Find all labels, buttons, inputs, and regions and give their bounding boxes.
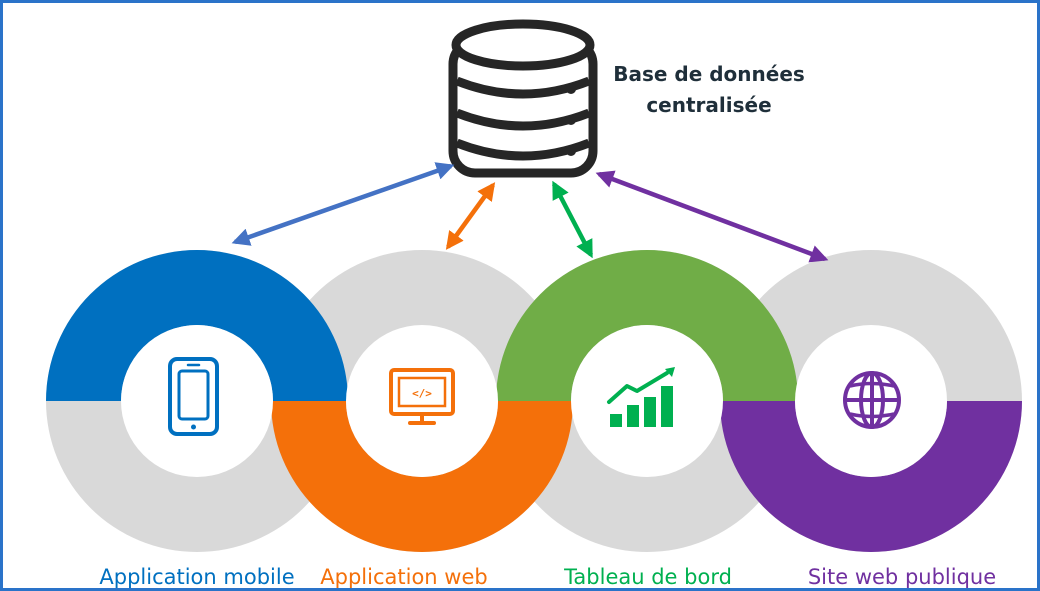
- hub-application-mobile: [121, 325, 273, 477]
- database-icon: [448, 19, 598, 178]
- hub-application-web: [346, 325, 498, 477]
- arrow-mobile-database: [231, 162, 455, 246]
- architecture-diagram: </>: [46, 19, 1022, 552]
- label-application-mobile: Application mobile: [99, 565, 295, 589]
- arrow-dashboard-database: [552, 180, 593, 259]
- svg-text:</>: </>: [412, 387, 432, 400]
- monitor-code-icon: </>: [389, 368, 455, 425]
- growth-chart-icon: [607, 367, 675, 427]
- database-title: Base de données centralisée: [591, 59, 827, 121]
- smartphone-icon: [168, 357, 219, 436]
- database-title-line1: Base de données: [613, 62, 805, 86]
- globe-icon: [843, 371, 901, 429]
- arrow-web-database: [445, 182, 496, 250]
- label-site-web-publique: Site web publique: [807, 565, 997, 589]
- label-application-web: Application web: [320, 565, 488, 589]
- arc-site-web-publique: [720, 401, 1022, 552]
- label-tableau-de-bord: Tableau de bord: [564, 565, 732, 589]
- arc-application-mobile: [46, 250, 348, 401]
- database-title-line2: centralisée: [646, 93, 772, 117]
- arc-application-web: [271, 401, 573, 552]
- arc-tableau-de-bord: [496, 250, 798, 401]
- arrow-site-database: [595, 170, 829, 263]
